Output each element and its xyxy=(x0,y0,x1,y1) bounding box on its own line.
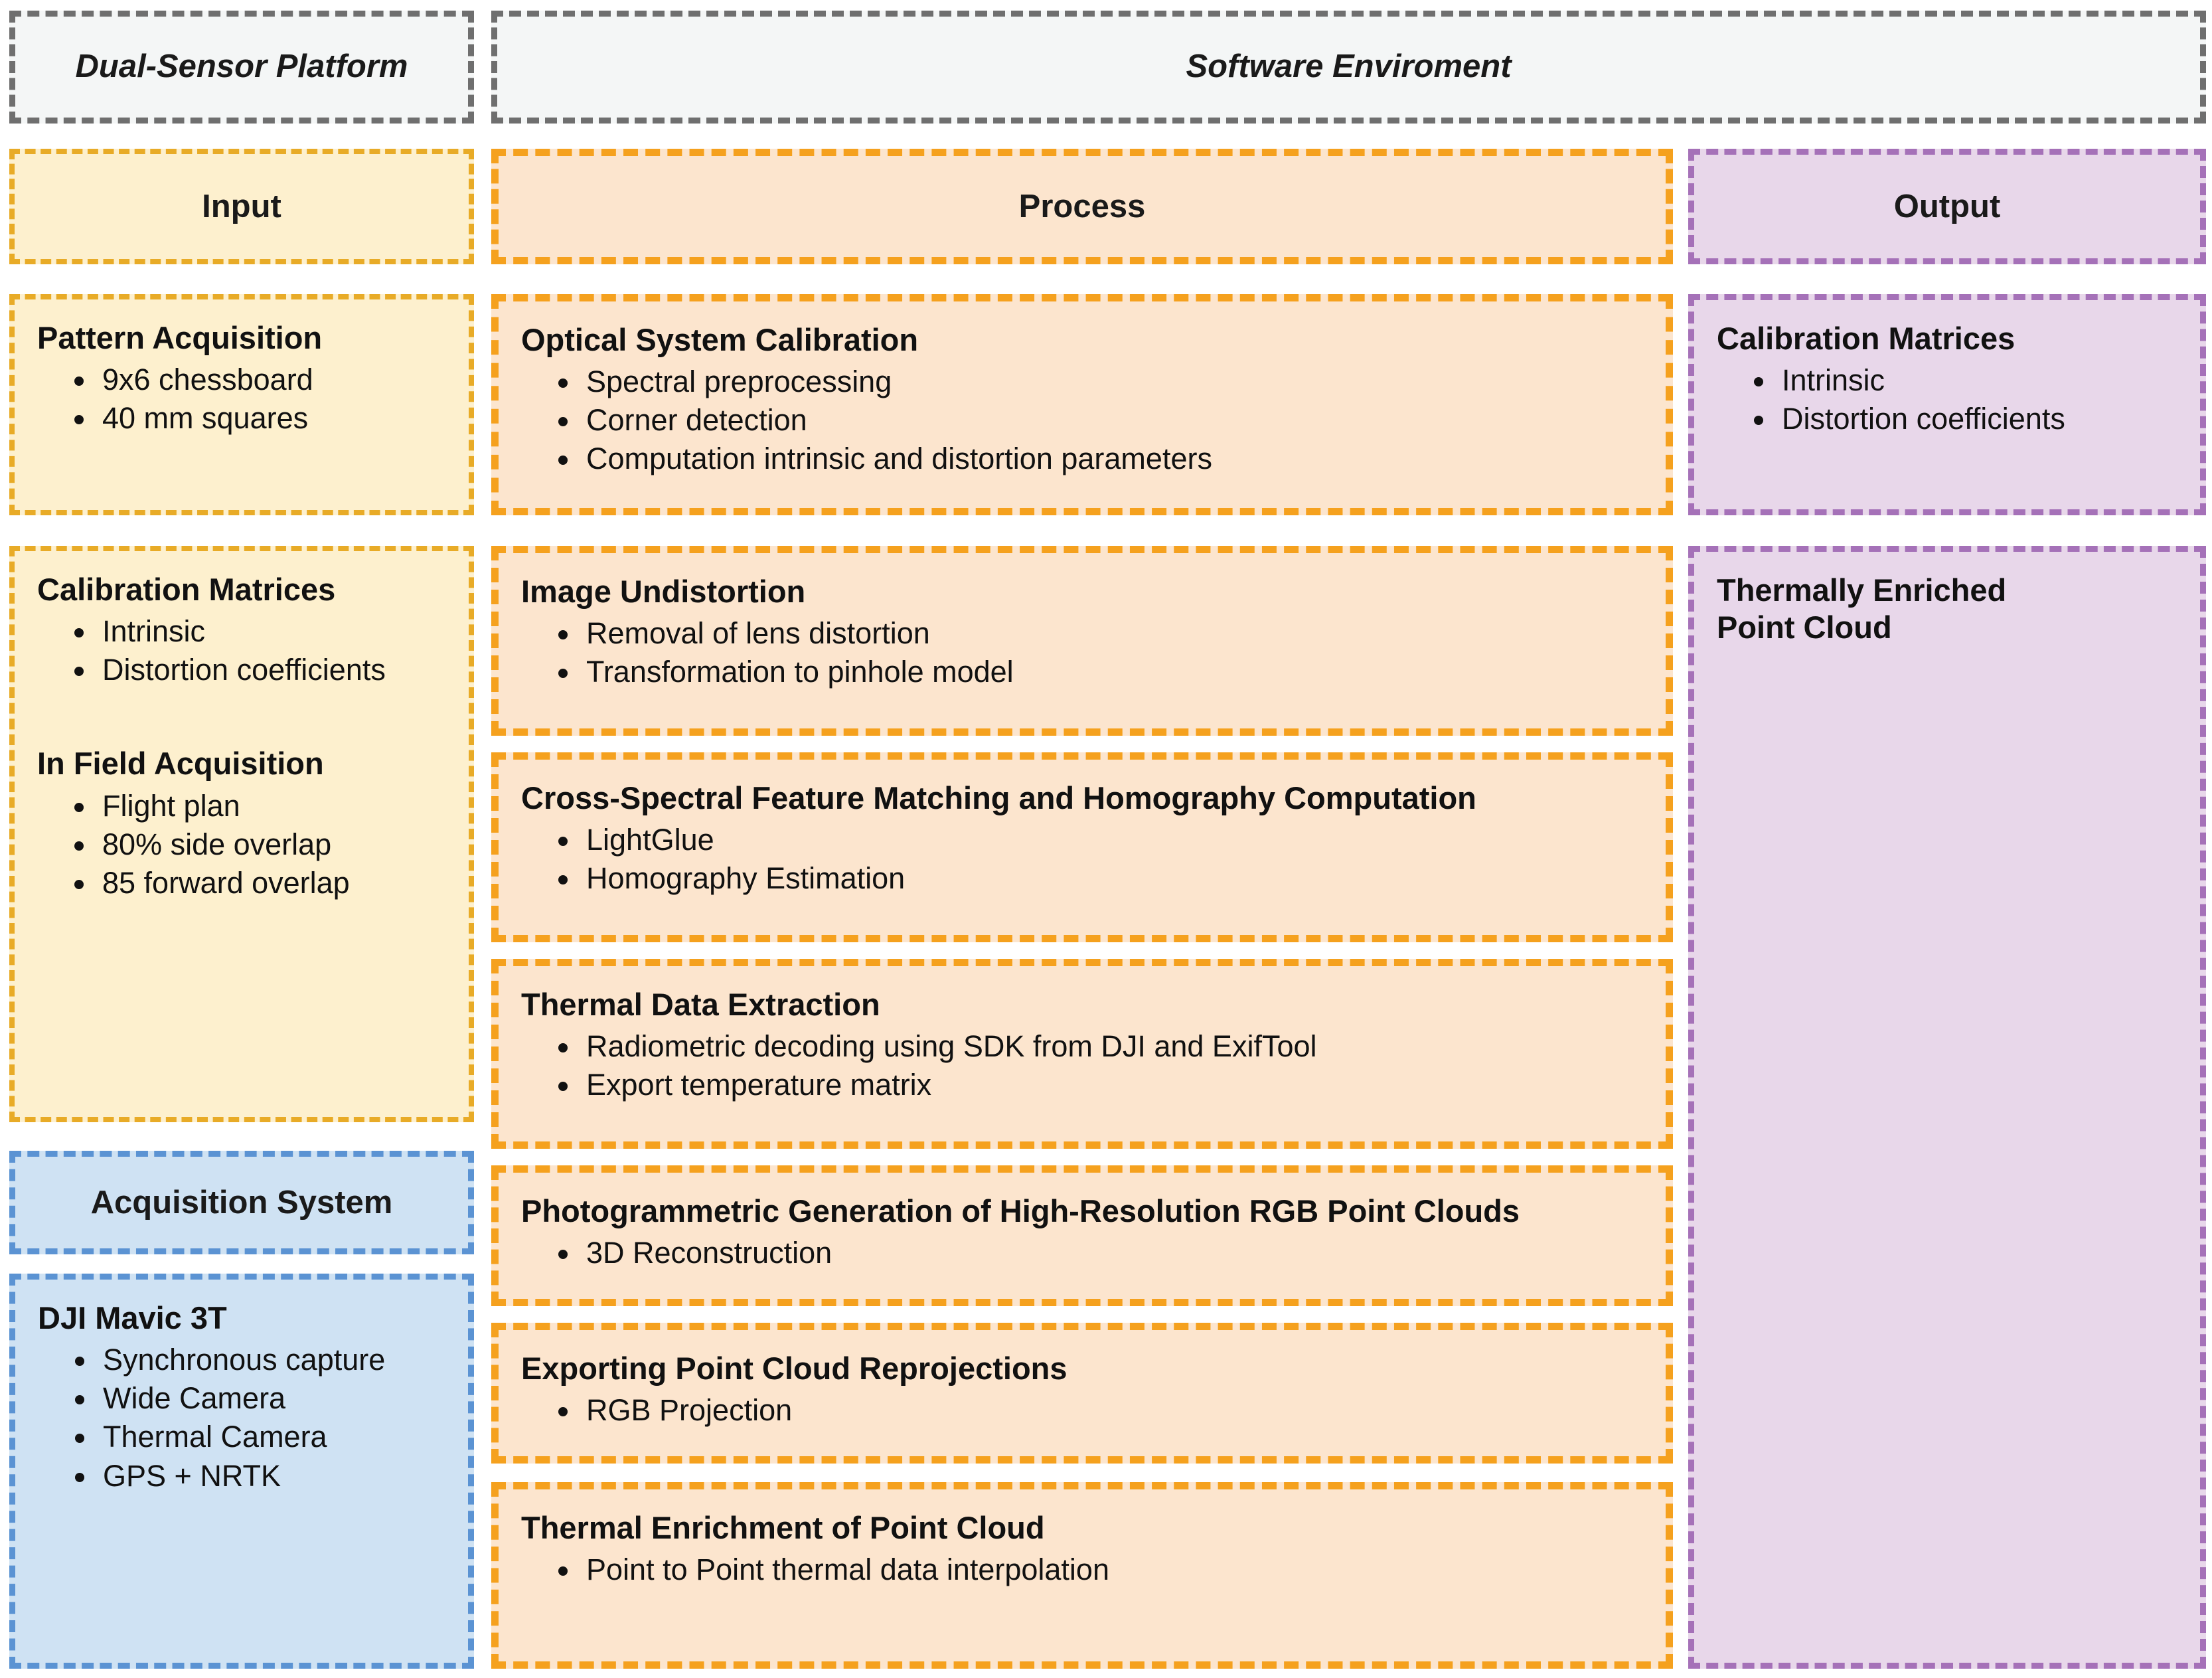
list-item: 9x6 chessboard xyxy=(72,361,446,399)
list-item: Radiometric decoding using SDK from DJI … xyxy=(556,1027,1643,1066)
list-item: Point to Point thermal data interpolatio… xyxy=(556,1551,1643,1589)
header-dual-sensor-platform: Dual-Sensor Platform xyxy=(9,11,474,124)
list-item: 85 forward overlap xyxy=(72,864,446,902)
card-thermal-data-extraction-title: Thermal Data Extraction xyxy=(521,987,880,1022)
card-image-undistortion-bullets: Removal of lens distortion Transformatio… xyxy=(521,614,1643,691)
card-thermal-enrichment-of-point-cloud: Thermal Enrichment of Point Cloud Point … xyxy=(491,1482,1673,1669)
list-item: Distortion coefficients xyxy=(1751,400,2177,438)
column-header-input: Input xyxy=(9,149,474,264)
card-input-calibration-and-field: Calibration Matrices Intrinsic Distortio… xyxy=(9,546,474,1122)
list-item: LightGlue xyxy=(556,821,1643,859)
list-item: RGB Projection xyxy=(556,1391,1643,1430)
list-item: GPS + NRTK xyxy=(72,1457,445,1495)
column-header-output-label: Output xyxy=(1893,189,2001,224)
list-item: Wide Camera xyxy=(72,1379,445,1418)
spacer xyxy=(37,689,446,745)
card-acquisition-system-band: Acquisition System xyxy=(9,1151,474,1254)
card-exporting-point-cloud-reprojections-bullets: RGB Projection xyxy=(521,1391,1643,1430)
card-optical-system-calibration: Optical System Calibration Spectral prep… xyxy=(491,294,1673,515)
list-item: Thermal Camera xyxy=(72,1418,445,1456)
column-header-output: Output xyxy=(1688,149,2206,264)
list-item: Removal of lens distortion xyxy=(556,614,1643,653)
card-output-calibration-matrices-title: Calibration Matrices xyxy=(1717,321,2015,356)
list-item: Corner detection xyxy=(556,401,1643,440)
card-in-field-acquisition-bullets: Flight plan 80% side overlap 85 forward … xyxy=(37,787,446,902)
column-header-process: Process xyxy=(491,149,1673,264)
list-item: Intrinsic xyxy=(72,612,446,651)
card-image-undistortion: Image Undistortion Removal of lens disto… xyxy=(491,546,1673,736)
card-thermal-data-extraction-bullets: Radiometric decoding using SDK from DJI … xyxy=(521,1027,1643,1104)
list-item: 80% side overlap xyxy=(72,825,446,864)
card-output-calibration-matrices-bullets: Intrinsic Distortion coefficients xyxy=(1717,361,2177,438)
list-item: Flight plan xyxy=(72,787,446,825)
card-thermal-enrichment-of-point-cloud-bullets: Point to Point thermal data interpolatio… xyxy=(521,1551,1643,1589)
card-cross-spectral-feature-matching-bullets: LightGlue Homography Estimation xyxy=(521,821,1643,898)
card-thermally-enriched-point-cloud-title: Thermally Enriched Point Cloud xyxy=(1717,572,2007,645)
card-dji-mavic-3t-bullets: Synchronous capture Wide Camera Thermal … xyxy=(38,1341,445,1495)
card-dji-mavic-3t: DJI Mavic 3T Synchronous capture Wide Ca… xyxy=(9,1274,474,1669)
card-photogrammetric-generation: Photogrammetric Generation of High-Resol… xyxy=(491,1165,1673,1306)
card-optical-system-calibration-bullets: Spectral preprocessing Corner detection … xyxy=(521,363,1643,478)
card-thermally-enriched-point-cloud: Thermally Enriched Point Cloud xyxy=(1688,546,2206,1669)
card-image-undistortion-title: Image Undistortion xyxy=(521,574,806,609)
card-optical-system-calibration-title: Optical System Calibration xyxy=(521,322,919,357)
card-exporting-point-cloud-reprojections: Exporting Point Cloud Reprojections RGB … xyxy=(491,1323,1673,1464)
header-dual-sensor-platform-label: Dual-Sensor Platform xyxy=(75,48,408,85)
column-header-input-label: Input xyxy=(202,189,281,224)
list-item: Export temperature matrix xyxy=(556,1066,1643,1104)
card-acquisition-system-label: Acquisition System xyxy=(90,1185,393,1220)
header-software-environment-label: Software Enviroment xyxy=(1186,48,1512,85)
list-item: 3D Reconstruction xyxy=(556,1234,1643,1272)
card-dji-mavic-3t-title: DJI Mavic 3T xyxy=(38,1300,227,1335)
list-item: Homography Estimation xyxy=(556,859,1643,898)
card-photogrammetric-generation-bullets: 3D Reconstruction xyxy=(521,1234,1643,1272)
card-output-calibration-matrices: Calibration Matrices Intrinsic Distortio… xyxy=(1688,294,2206,515)
card-cross-spectral-feature-matching-title: Cross-Spectral Feature Matching and Homo… xyxy=(521,780,1476,815)
list-item: Spectral preprocessing xyxy=(556,363,1643,401)
header-software-environment: Software Enviroment xyxy=(491,11,2206,124)
card-input-calibration-matrices-bullets: Intrinsic Distortion coefficients xyxy=(37,612,446,689)
card-pattern-acquisition-bullets: 9x6 chessboard 40 mm squares xyxy=(37,361,446,438)
list-item: Distortion coefficients xyxy=(72,651,446,689)
card-pattern-acquisition-title: Pattern Acquisition xyxy=(37,320,323,355)
card-thermal-data-extraction: Thermal Data Extraction Radiometric deco… xyxy=(491,959,1673,1149)
list-item: Computation intrinsic and distortion par… xyxy=(556,440,1643,478)
list-item: Synchronous capture xyxy=(72,1341,445,1379)
card-cross-spectral-feature-matching: Cross-Spectral Feature Matching and Homo… xyxy=(491,752,1673,942)
card-pattern-acquisition: Pattern Acquisition 9x6 chessboard 40 mm… xyxy=(9,294,474,515)
list-item: Intrinsic xyxy=(1751,361,2177,400)
list-item: 40 mm squares xyxy=(72,399,446,438)
column-header-process-label: Process xyxy=(1018,189,1146,224)
card-thermal-enrichment-of-point-cloud-title: Thermal Enrichment of Point Cloud xyxy=(521,1510,1045,1545)
card-exporting-point-cloud-reprojections-title: Exporting Point Cloud Reprojections xyxy=(521,1351,1067,1386)
card-photogrammetric-generation-title: Photogrammetric Generation of High-Resol… xyxy=(521,1193,1520,1228)
card-in-field-acquisition-title: In Field Acquisition xyxy=(37,746,324,782)
list-item: Transformation to pinhole model xyxy=(556,653,1643,691)
card-input-calibration-matrices-title: Calibration Matrices xyxy=(37,572,336,607)
